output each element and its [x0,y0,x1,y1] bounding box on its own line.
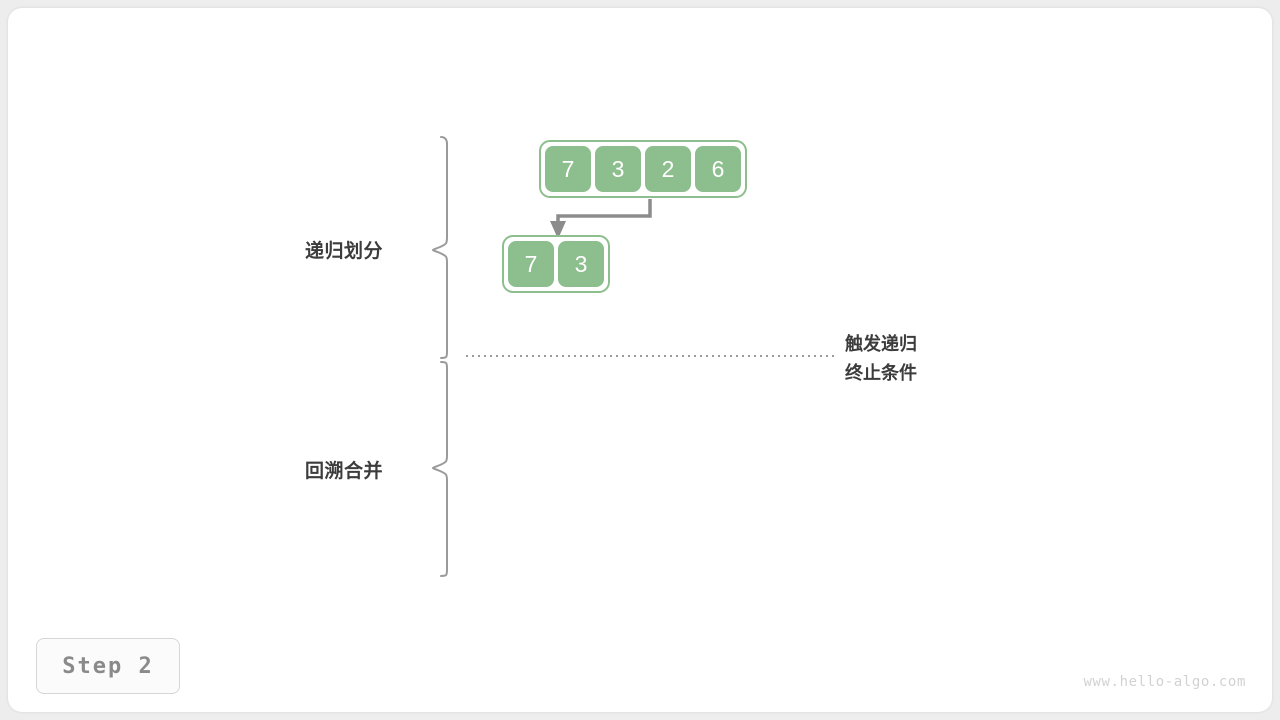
diagram-card [8,8,1272,712]
brace-divide-phase [432,136,448,359]
label-base-case-note-line1: 触发递归 [845,334,917,354]
array-cell: 7 [545,146,591,192]
array-cell: 3 [558,241,604,287]
watermark: www.hello-algo.com [1083,674,1246,690]
divide-arrow [550,199,652,239]
label-merge-phase: 回溯合并 [305,461,384,482]
label-divide-phase: 递归划分 [305,241,384,262]
array-cell: 2 [645,146,691,192]
label-base-case-note-line2: 终止条件 [845,363,917,383]
step-badge: Step 2 [36,638,180,694]
array-cell: 7 [508,241,554,287]
array-cell: 3 [595,146,641,192]
array-root: 7 3 2 6 [539,140,747,198]
array-left-subarray: 7 3 [502,235,610,293]
array-cell: 6 [695,146,741,192]
brace-merge-phase [432,361,448,577]
